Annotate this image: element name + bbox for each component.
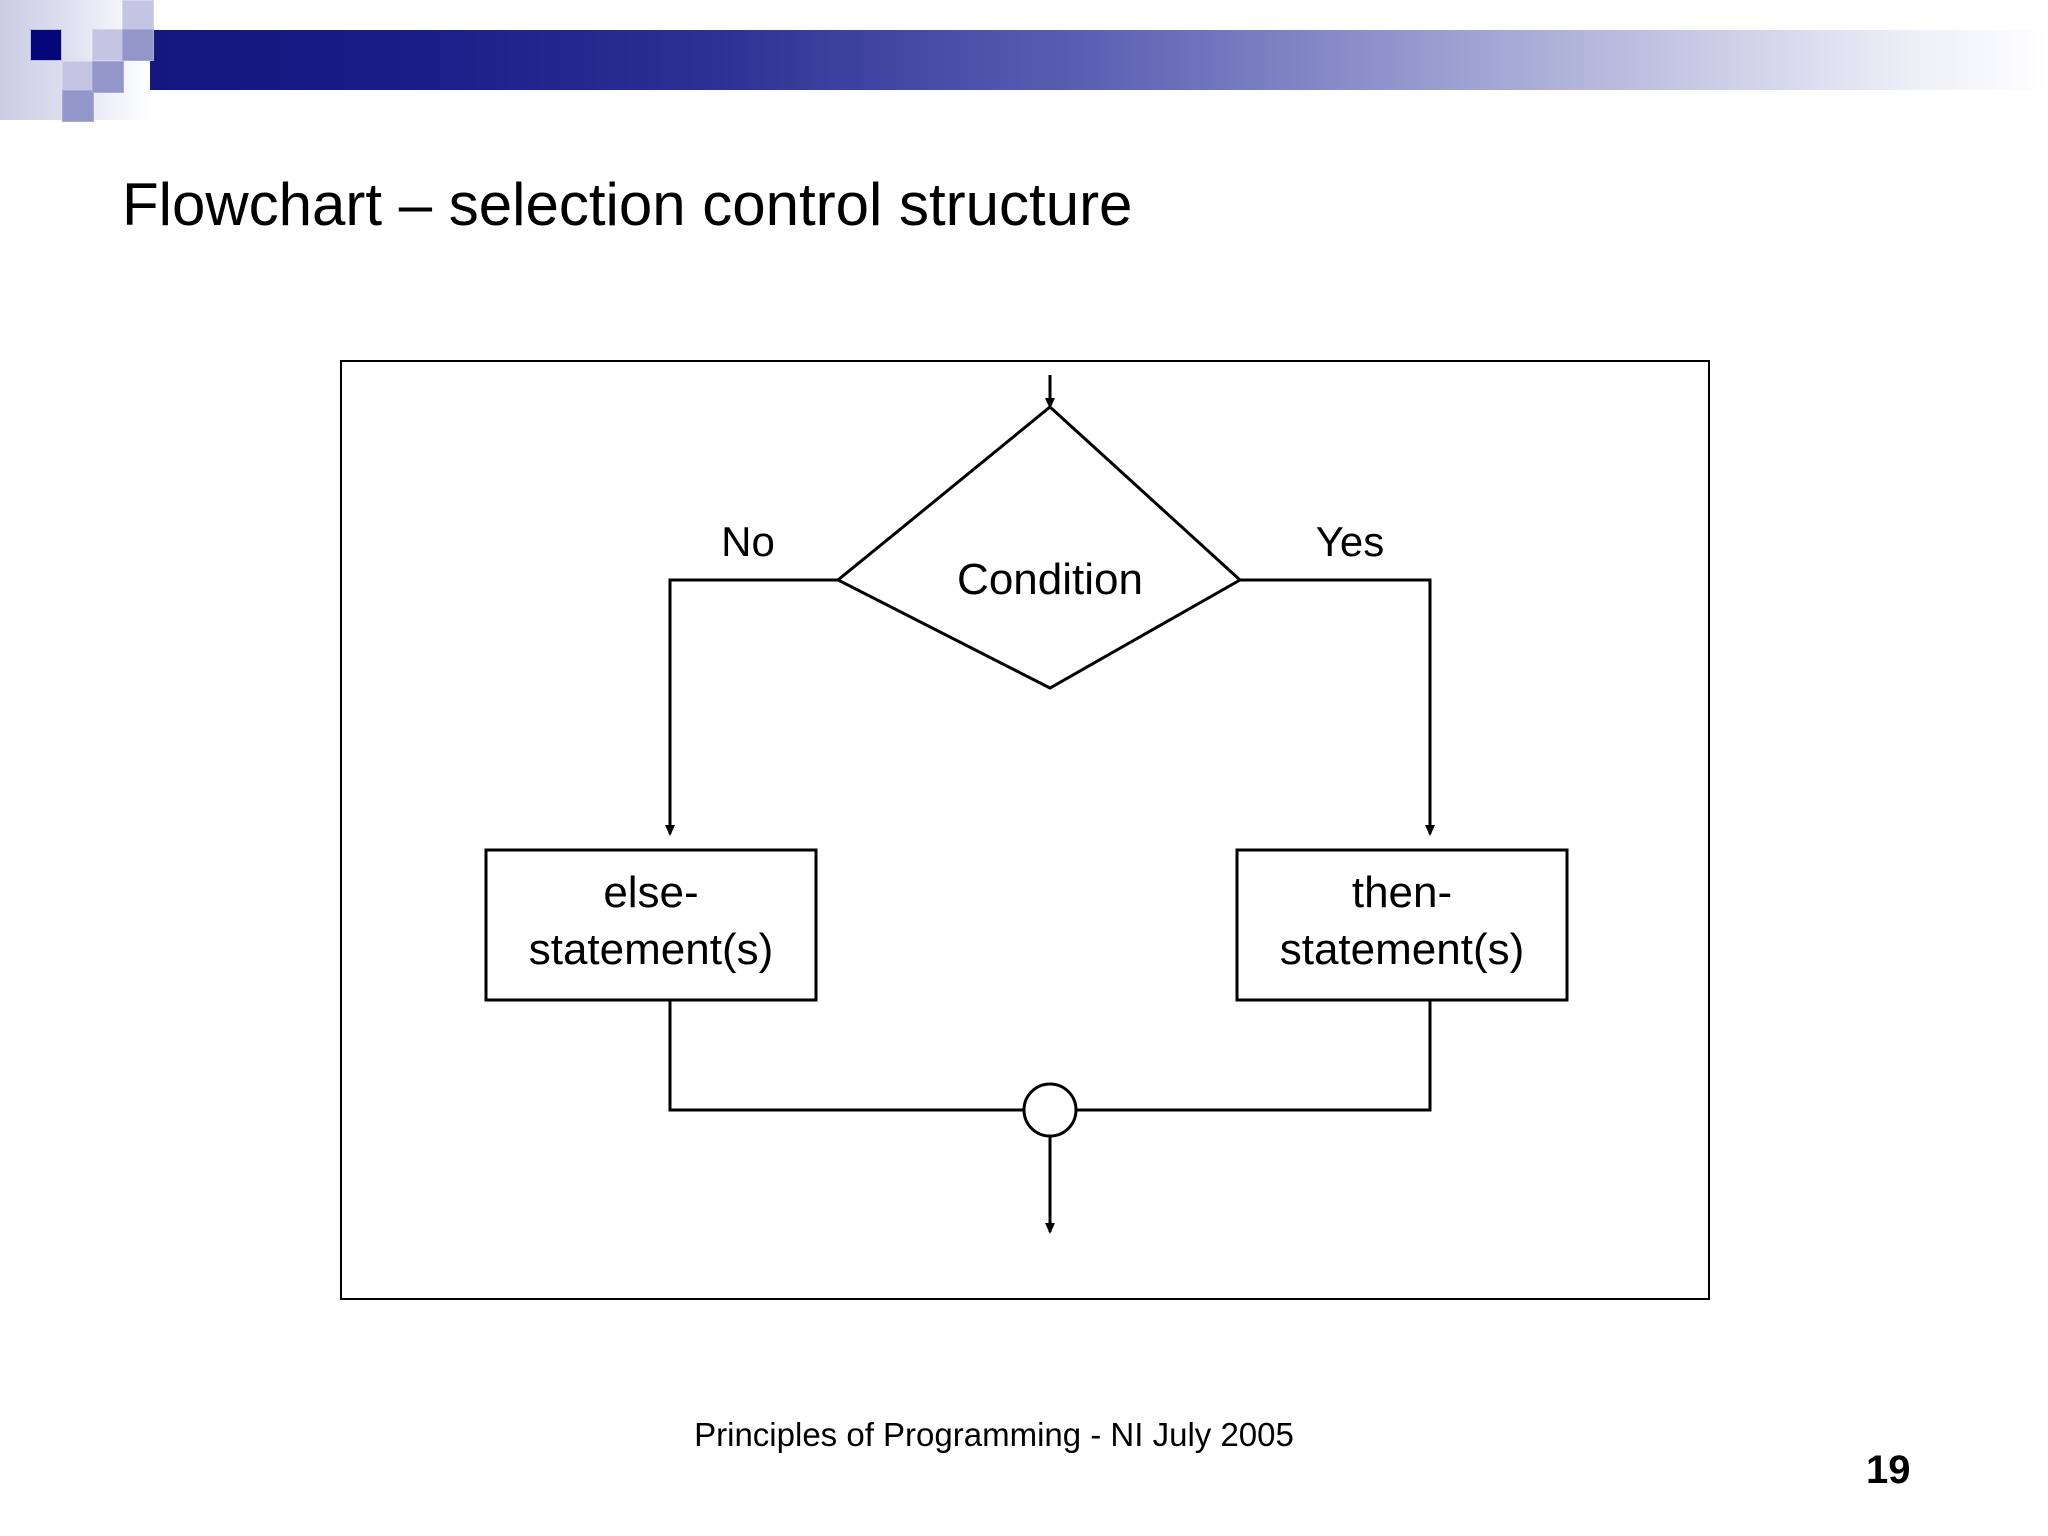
- process-box-then: [1235, 848, 1569, 1002]
- banner-square-dark-1: [30, 29, 62, 61]
- banner-gradient-bar: [150, 30, 2048, 90]
- page-title: Flowchart – selection control structure: [122, 171, 1133, 238]
- decision-diamond: [835, 405, 1243, 690]
- connector-yes-branch: [1240, 578, 1435, 836]
- process-box-then-line2: statement(s): [1280, 925, 1525, 974]
- banner-square-light-1: [62, 61, 94, 93]
- connector-no-branch: [665, 578, 838, 836]
- banner-square-mid-2: [92, 61, 124, 93]
- banner-square-mid-1: [62, 90, 94, 122]
- banner-square-light-3: [122, 0, 154, 30]
- connector-then-to-merge: [1076, 1000, 1432, 1112]
- process-box-else-line2: statement(s): [529, 925, 774, 974]
- branch-label-no: No: [721, 518, 775, 565]
- banner-square-mid-3: [122, 29, 154, 61]
- banner-square-light-2: [92, 29, 124, 61]
- connector-else-to-merge: [668, 1000, 1024, 1112]
- header-decoration: [0, 0, 2048, 160]
- slide-footer: Principles of Programming - NI July 2005: [694, 1416, 1294, 1453]
- decision-label: Condition: [957, 555, 1143, 604]
- merge-node-circle: [1022, 1082, 1078, 1138]
- process-box-else: [484, 848, 818, 1002]
- process-box-then-line1: then-: [1352, 868, 1452, 917]
- process-box-else-line1: else-: [603, 868, 698, 917]
- slide-page-number: 19: [1866, 1448, 1911, 1492]
- flowchart-graphic: Condition No Yes else- statement(s) then…: [484, 375, 1569, 1234]
- branch-label-yes: Yes: [1316, 518, 1385, 565]
